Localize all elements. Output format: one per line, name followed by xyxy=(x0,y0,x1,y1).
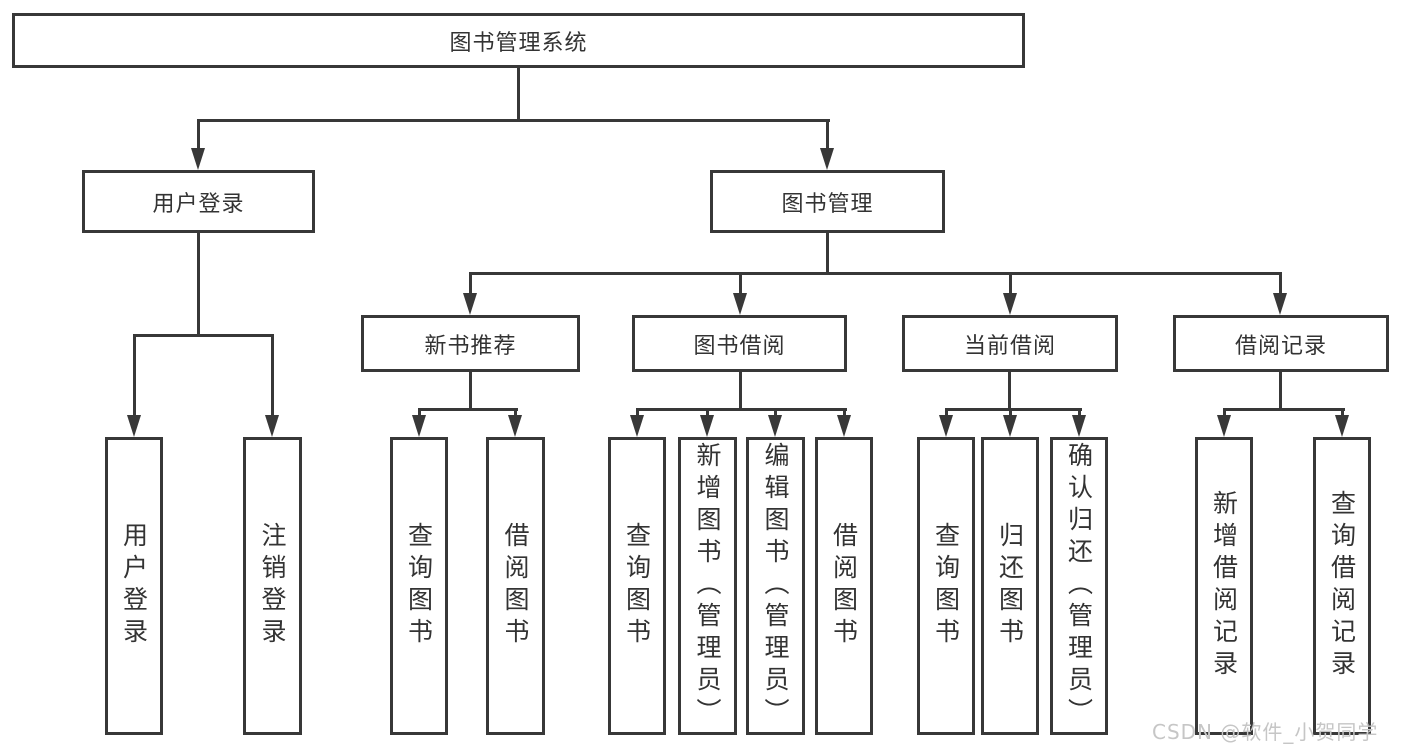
arrow-down-icon xyxy=(1003,415,1017,437)
leaf-query-book-current: 查询图书 xyxy=(917,437,975,735)
connector-g3-drop-2 xyxy=(1009,408,1012,419)
connector-user-drop-2 xyxy=(271,334,274,416)
connector-book-drop-2 xyxy=(739,272,742,294)
leaf-query-book-borrow: 查询图书 xyxy=(608,437,666,735)
leaf-label: 归还图书 xyxy=(995,522,1025,650)
leaf-borrow-book-recommend: 借阅图书 xyxy=(486,437,545,735)
arrow-down-icon xyxy=(265,415,279,437)
arrow-down-icon xyxy=(768,415,782,437)
connector-g4-bar xyxy=(1223,408,1345,411)
leaf-confirm-return-admin: 确认归还（管理员） xyxy=(1050,437,1108,735)
connector-root-stem xyxy=(517,68,520,121)
arrow-down-icon xyxy=(1072,415,1086,437)
leaf-label: 查询图书 xyxy=(931,522,961,650)
leaf-borrow-book: 借阅图书 xyxy=(815,437,873,735)
connector-g2-drop-2 xyxy=(706,408,709,419)
leaf-label: 用户登录 xyxy=(119,522,149,650)
connector-g4-drop-2 xyxy=(1341,408,1344,419)
connector-g4-drop-1 xyxy=(1223,408,1226,419)
arrow-down-icon xyxy=(820,148,834,170)
leaf-return-book: 归还图书 xyxy=(981,437,1039,735)
arrow-down-icon xyxy=(700,415,714,437)
node-label: 借阅记录 xyxy=(1234,333,1327,359)
leaf-label: 编辑图书（管理员） xyxy=(761,442,790,730)
connector-g2-drop-1 xyxy=(636,408,639,419)
node-user-login-branch: 用户登录 xyxy=(82,170,315,233)
arrow-down-icon xyxy=(191,148,205,170)
connector-root-drop-right xyxy=(826,119,829,150)
arrow-down-icon xyxy=(1003,293,1017,315)
arrow-down-icon xyxy=(508,415,522,437)
node-label: 当前借阅 xyxy=(963,333,1056,359)
arrow-down-icon xyxy=(127,415,141,437)
arrow-down-icon xyxy=(1273,293,1287,315)
leaf-label: 查询借阅记录 xyxy=(1327,490,1357,682)
leaf-label: 查询图书 xyxy=(404,522,434,650)
arrow-down-icon xyxy=(412,415,426,437)
node-book-borrow: 图书借阅 xyxy=(632,315,847,372)
connector-g1-drop-2 xyxy=(514,408,517,419)
arrow-down-icon xyxy=(939,415,953,437)
arrow-down-icon xyxy=(837,415,851,437)
connector-user-stem xyxy=(197,233,200,336)
node-new-book-recommend: 新书推荐 xyxy=(361,315,580,372)
connector-book-drop-1 xyxy=(469,272,472,294)
node-label: 图书管理 xyxy=(781,191,874,217)
leaf-user-login: 用户登录 xyxy=(105,437,163,735)
connector-book-drop-4 xyxy=(1279,272,1282,294)
leaf-label: 查询图书 xyxy=(622,522,652,650)
arrow-down-icon xyxy=(1335,415,1349,437)
leaf-query-borrow-record: 查询借阅记录 xyxy=(1313,437,1371,735)
leaf-add-book-admin: 新增图书（管理员） xyxy=(678,437,737,735)
leaf-label: 注销登录 xyxy=(258,522,287,650)
node-borrow-records: 借阅记录 xyxy=(1173,315,1389,372)
connector-g3-drop-3 xyxy=(1078,408,1081,419)
node-label: 用户登录 xyxy=(152,191,245,217)
connector-g1-drop-1 xyxy=(418,408,421,419)
connector-g1-bar xyxy=(418,408,518,411)
leaf-label: 新增借阅记录 xyxy=(1209,490,1239,682)
connector-g2-drop-3 xyxy=(774,408,777,419)
leaf-label: 借阅图书 xyxy=(501,522,530,650)
connector-g3-stem xyxy=(1008,372,1011,411)
leaf-edit-book-admin: 编辑图书（管理员） xyxy=(746,437,805,735)
node-label: 图书借阅 xyxy=(693,333,786,359)
connector-root-bar xyxy=(197,119,830,122)
connector-user-bar xyxy=(133,334,274,337)
connector-book-bar xyxy=(469,272,1282,275)
arrow-down-icon xyxy=(1217,415,1231,437)
arrow-down-icon xyxy=(463,293,477,315)
node-system-root: 图书管理系统 xyxy=(12,13,1025,68)
leaf-add-borrow-record: 新增借阅记录 xyxy=(1195,437,1253,735)
leaf-label: 新增图书（管理员） xyxy=(693,442,722,730)
leaf-logout: 注销登录 xyxy=(243,437,302,735)
connector-root-drop-left xyxy=(197,119,200,150)
connector-g2-stem xyxy=(739,372,742,411)
arrow-down-icon xyxy=(630,415,644,437)
node-label: 图书管理系统 xyxy=(449,30,588,56)
connector-g1-stem xyxy=(469,372,472,411)
leaf-query-book-recommend: 查询图书 xyxy=(390,437,448,735)
connector-g3-drop-1 xyxy=(945,408,948,419)
arrow-down-icon xyxy=(733,293,747,315)
node-label: 新书推荐 xyxy=(424,333,517,359)
connector-book-stem xyxy=(826,233,829,275)
connector-book-drop-3 xyxy=(1009,272,1012,294)
connector-g2-bar xyxy=(636,408,847,411)
csdn-watermark: CSDN @软件_小贺同学 xyxy=(1152,720,1379,744)
node-current-borrow: 当前借阅 xyxy=(902,315,1118,372)
connector-g3-bar xyxy=(945,408,1082,411)
connector-user-drop-1 xyxy=(133,334,136,416)
leaf-label: 确认归还（管理员） xyxy=(1064,442,1094,730)
leaf-label: 借阅图书 xyxy=(829,522,859,650)
connector-g4-stem xyxy=(1279,372,1282,411)
connector-g2-drop-4 xyxy=(843,408,846,419)
node-book-management: 图书管理 xyxy=(710,170,945,233)
